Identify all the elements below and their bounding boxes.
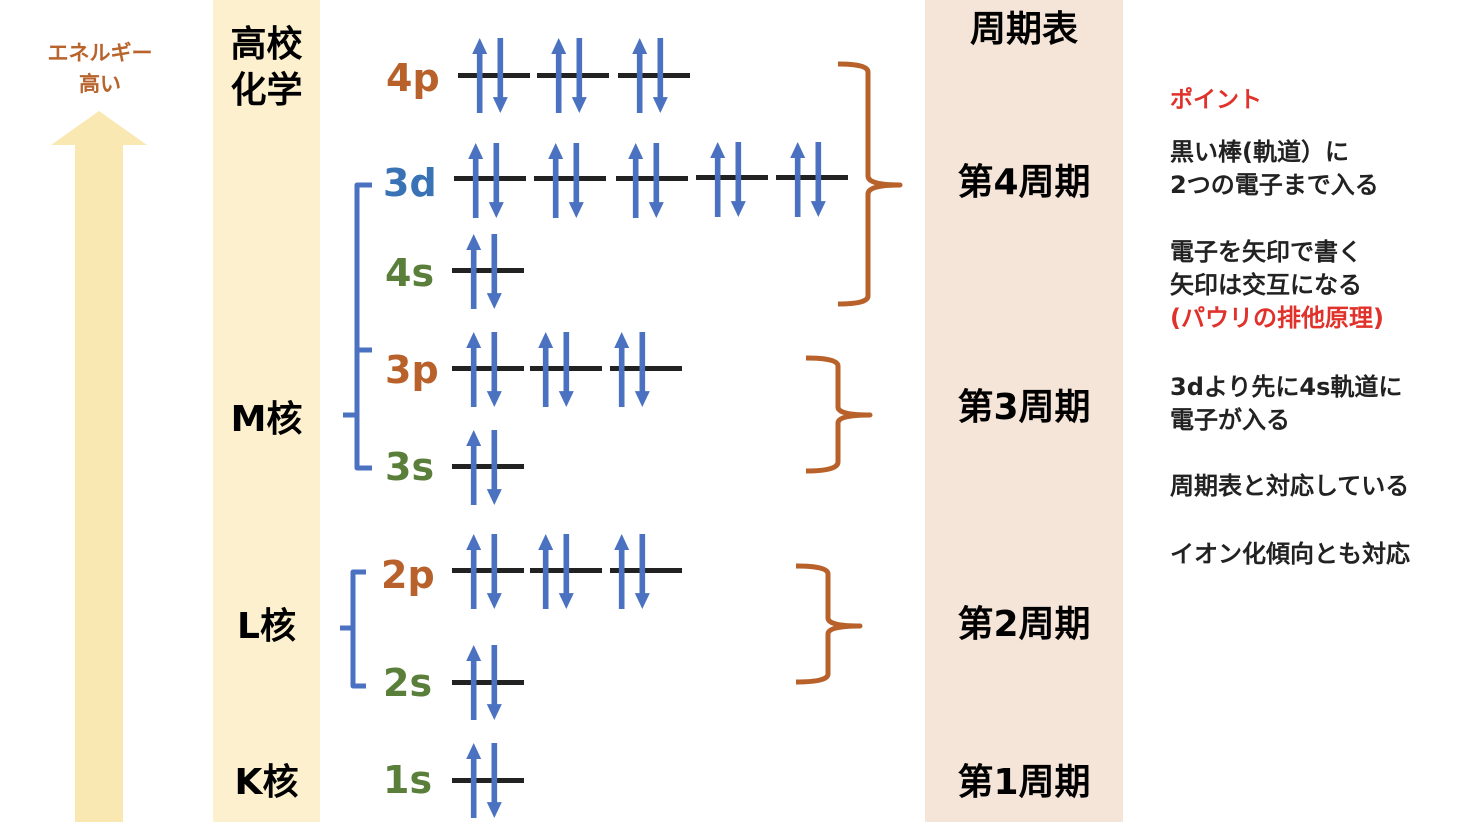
shell-label-l: L核 [237, 606, 296, 647]
period-label-2: 第2周期 [957, 604, 1091, 645]
shell-brace-l [350, 569, 366, 689]
point-1-line1: 黒い棒(軌道）に [1170, 138, 1349, 166]
point-item-4: 周期表と対応している [1170, 470, 1409, 503]
points-heading: ポイント [1170, 87, 1262, 113]
point-2-line1: 電子を矢印で書く [1170, 238, 1362, 266]
shell-column-title: 高校 化学 [213, 22, 320, 114]
orbital-bars [452, 73, 848, 783]
period-label-1: 第1周期 [957, 762, 1091, 803]
point-1-line2: 2つの電子まで入る [1170, 171, 1379, 199]
energy-label-line1: エネルギー [47, 41, 153, 65]
period-brace-2 [795, 563, 863, 685]
energy-arrow-icon [51, 111, 147, 822]
shell-label-k: K核 [234, 762, 299, 803]
point-item-1: 黒い棒(軌道）に 2つの電子まで入る [1170, 136, 1379, 202]
orbital-label-2s: 2s [383, 661, 433, 705]
orbital-label-2p: 2p [381, 553, 435, 597]
point-item-5: イオン化傾向とも対応 [1170, 538, 1410, 571]
orbital-label-1s: 1s [383, 758, 433, 802]
orbital-label-3d: 3d [383, 161, 437, 205]
point-item-2: 電子を矢印で書く 矢印は交互になる (パウリの排他原理) [1170, 236, 1384, 335]
orbital-label-3p: 3p [385, 348, 439, 392]
period-column [925, 0, 1123, 822]
shell-column [213, 0, 320, 822]
orbital-label-4p: 4p [386, 56, 440, 100]
energy-axis-label: エネルギー 高い [20, 38, 180, 100]
point-2-line2: 矢印は交互になる [1170, 271, 1362, 299]
orbital-label-3s: 3s [385, 445, 435, 489]
point-4-line1: 周期表と対応している [1170, 472, 1410, 500]
period-label-3: 第3周期 [957, 387, 1091, 428]
orbital-label-4s: 4s [385, 251, 435, 295]
electron-pair-icons [466, 38, 826, 818]
point-5-line1: イオン化傾向とも対応 [1170, 540, 1410, 568]
point-3-line1: 3dより先に4s軌道に [1170, 373, 1403, 401]
energy-label-line2: 高い [79, 72, 121, 96]
point-3-line2: 電子が入る [1170, 406, 1290, 434]
pauli-principle-note: (パウリの排他原理) [1170, 304, 1384, 332]
shell-title-line1: 高校 [230, 24, 303, 65]
period-label-4: 第4周期 [957, 162, 1091, 203]
point-item-3: 3dより先に4s軌道に 電子が入る [1170, 371, 1402, 437]
period-brace-4 [837, 61, 903, 307]
period-table-title: 周期表 [969, 9, 1078, 50]
shell-title-line2: 化学 [230, 70, 303, 111]
period-brace-3 [805, 355, 873, 474]
shell-label-m: M核 [230, 399, 303, 440]
shell-brace-m [354, 182, 372, 471]
